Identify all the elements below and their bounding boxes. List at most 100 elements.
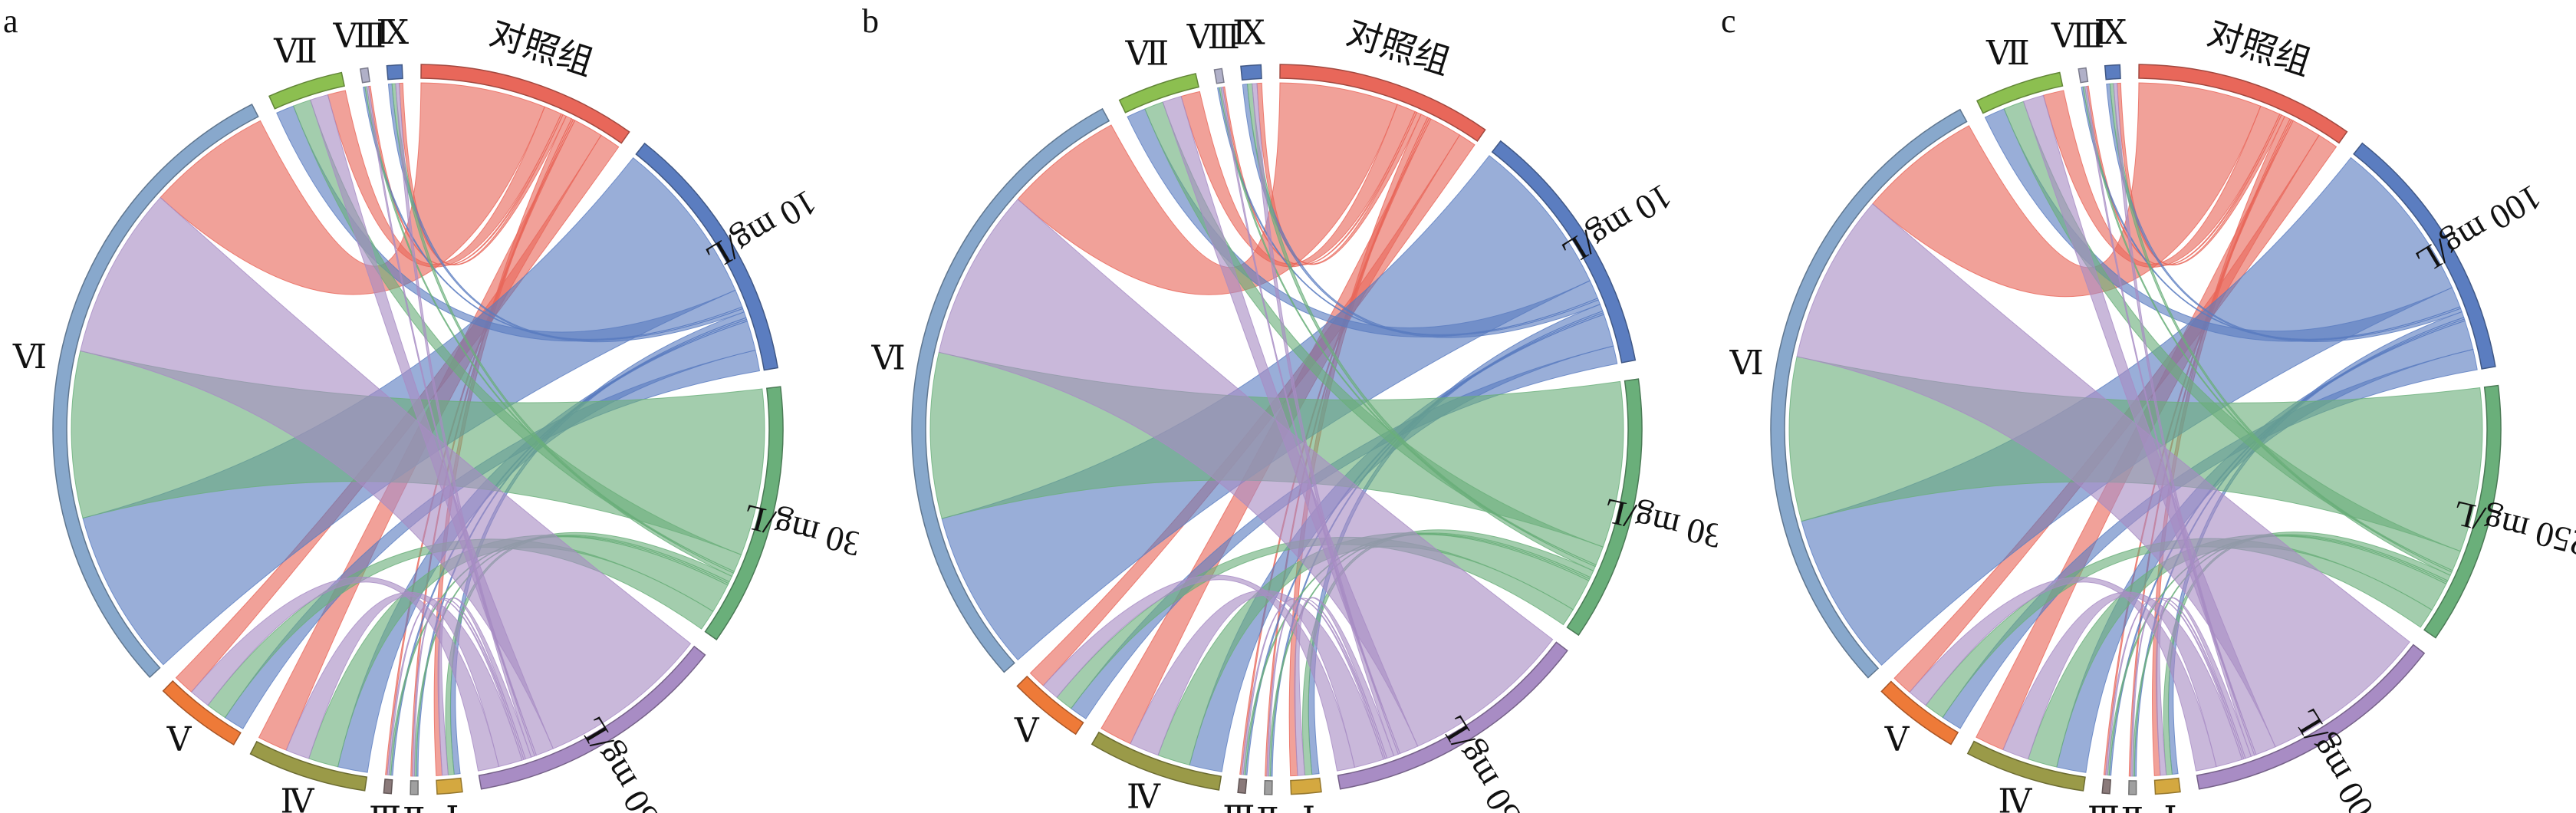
group-arc-VIII — [1213, 67, 1225, 84]
chord-ribbon-t3-I — [2155, 597, 2252, 776]
group-arc-III — [1237, 778, 1248, 795]
group-arc-IX — [1240, 64, 1262, 81]
chord-ribbon-t3-IV — [2002, 591, 2243, 768]
chord-ribbon-t3-V — [1909, 577, 2217, 772]
chord-ribbon-t3-V — [1042, 574, 1356, 772]
chord-ribbon-t3-IV — [285, 591, 523, 768]
group-label-VI: Ⅵ — [12, 338, 47, 376]
group-arc-ctrl — [1279, 64, 1486, 142]
group-arc-I — [436, 777, 463, 795]
group-arc-t2 — [1566, 378, 1643, 637]
group-label-ctrl: 对照组 — [485, 13, 598, 83]
group-label-VII: Ⅶ — [1985, 35, 2030, 72]
chord-ribbon-t1-IX — [2106, 83, 2462, 342]
ribbons — [1788, 82, 2483, 777]
group-label-I: Ⅰ — [446, 800, 459, 813]
group-label-V: Ⅴ — [1884, 721, 1910, 759]
group-arc-III — [2101, 778, 2112, 795]
chord-ribbon-t3-III — [387, 597, 525, 775]
group-label-I: Ⅰ — [2163, 800, 2176, 813]
group-label-VI: Ⅵ — [871, 340, 906, 377]
group-label-V: Ⅴ — [1014, 712, 1040, 749]
group-label-ctrl: 对照组 — [2203, 13, 2315, 83]
chord-ribbon-t3-I — [437, 597, 532, 776]
group-label-IV: Ⅳ — [1127, 778, 1161, 813]
group-arc-t3 — [2196, 643, 2426, 790]
group-label-II: Ⅱ — [2120, 801, 2143, 813]
chord-ribbon-t3-IX — [2113, 83, 2255, 757]
group-arc-IX — [2104, 64, 2121, 81]
group-arc-IV — [249, 740, 368, 792]
group-arc-VI — [911, 107, 1110, 673]
group-arc-t3 — [478, 645, 706, 790]
chord-ribbon-t2-IX — [391, 83, 735, 578]
chord-ribbon-t3-I — [1294, 597, 1395, 776]
group-label-VIII: Ⅷ — [332, 18, 386, 55]
group-arc-VII — [1976, 71, 2064, 114]
group-arc-ctrl — [420, 64, 630, 144]
group-arc-t1 — [1491, 140, 1637, 364]
group-arc-V — [162, 680, 242, 746]
group-label-VIII: Ⅷ — [1186, 18, 1240, 56]
chord-ribbon-t1-IX — [387, 83, 745, 343]
group-arc-V — [1880, 680, 1959, 746]
group-arc-t2 — [704, 386, 784, 640]
chord-ribbon-t3-II — [412, 597, 526, 777]
chord-ribbon-t1-IX — [1242, 84, 1601, 338]
group-label-II: Ⅱ — [1256, 801, 1279, 813]
group-arc-II — [410, 780, 419, 795]
chord-ribbon-t3-IV — [1130, 590, 1384, 769]
group-arc-IV — [1966, 740, 2086, 792]
chord-ribbon-t3-IX — [1252, 83, 1399, 757]
group-arc-t1 — [2353, 142, 2496, 370]
group-arc-VI — [1770, 108, 1968, 679]
group-arc-IX — [386, 64, 403, 81]
group-label-IX: Ⅸ — [2094, 14, 2127, 51]
group-label-IX: Ⅸ — [1232, 14, 1265, 51]
group-label-III: Ⅲ — [2087, 800, 2120, 813]
group-arc-VII — [268, 71, 345, 110]
group-arc-III — [383, 778, 393, 795]
group-label-II: Ⅱ — [403, 801, 426, 813]
group-arc-V — [1016, 675, 1084, 736]
panel-label: a — [3, 2, 18, 40]
chord-ribbon-t3-II — [2130, 597, 2246, 777]
ribbons — [929, 82, 1624, 777]
chord-ribbon-t2-IX — [2109, 83, 2453, 576]
group-arc-VIII — [2078, 67, 2089, 84]
group-label-IV: Ⅳ — [1998, 782, 2032, 813]
group-arc-I — [1290, 777, 1322, 795]
group-arc-I — [2153, 777, 2181, 795]
group-label-III: Ⅲ — [1222, 800, 1255, 813]
group-label-VII: Ⅶ — [1125, 35, 1170, 73]
group-label-VII: Ⅶ — [273, 32, 317, 70]
group-arc-VIII — [359, 67, 370, 84]
group-arc-IV — [1091, 731, 1222, 791]
group-label-IV: Ⅳ — [280, 782, 314, 813]
chord-ribbon-t3-II — [1266, 597, 1388, 777]
group-arc-II — [1264, 779, 1273, 795]
group-label-VIII: Ⅷ — [2051, 18, 2104, 55]
group-arc-ctrl — [2138, 64, 2348, 144]
chord-ribbon-t3-III — [2105, 597, 2245, 776]
group-label-ctrl: 对照组 — [1342, 12, 1455, 81]
group-label-VI: Ⅵ — [1729, 344, 1763, 382]
group-arc-t1 — [635, 142, 779, 371]
chord-ribbon-t3-V — [191, 576, 500, 772]
chord-ribbon-t3-IX — [395, 83, 535, 758]
group-arc-VII — [1118, 73, 1199, 114]
group-arc-VI — [52, 104, 259, 679]
ribbons — [71, 82, 765, 777]
group-label-III: Ⅲ — [369, 800, 401, 813]
panel-label: b — [862, 2, 879, 40]
group-label-I: Ⅰ — [1302, 800, 1315, 813]
group-arc-t3 — [1337, 641, 1568, 790]
panel-label: c — [1721, 2, 1736, 40]
group-arc-II — [2128, 780, 2137, 795]
